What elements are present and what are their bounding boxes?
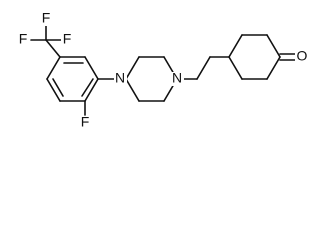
atom-bg-n-aryl (114, 72, 127, 86)
atom-bg-f-top (40, 12, 52, 26)
atom-n-aryl: N (115, 70, 125, 86)
bond-cyclo-3 (266, 34, 281, 58)
bond-ring-6 (46, 56, 61, 80)
atom-o-ketone: O (297, 48, 308, 64)
atom-bg-aryl-f (79, 116, 91, 130)
bond-pip-6 (125, 78, 140, 102)
bond-cyclo-1 (228, 34, 243, 58)
bond-pip-1 (125, 56, 140, 80)
atom-f-top: F (42, 10, 51, 26)
atom-aryl-f: F (81, 114, 90, 130)
bond-cyclo-4 (266, 56, 281, 80)
atom-n-alkyl: N (172, 70, 182, 86)
atom-labels: F F F F N N O (17, 10, 308, 130)
atom-bg-f-left (17, 33, 29, 47)
bond-ring-double-2 (81, 78, 94, 97)
bond-ch2-to-ch2 (196, 56, 211, 80)
bond-cyclo-6 (228, 56, 243, 80)
atom-f-left: F (19, 31, 28, 47)
atom-f-right: F (63, 31, 72, 47)
molecule-canvas: F F F F N N O (17, 9, 308, 130)
atom-bg-n-alkyl (171, 72, 184, 86)
bond-ring-2 (84, 56, 99, 80)
structural-formula: F F F F N N O (17, 10, 308, 130)
atom-bg-o-ketone (295, 50, 308, 64)
bond-ring-5 (46, 78, 61, 102)
bonds (30, 23, 297, 116)
bond-cf3-c-to-ring (45, 39, 61, 58)
bond-ring-3 (84, 78, 99, 102)
bond-ring-double-3 (52, 78, 64, 97)
atom-bg-f-right (61, 33, 73, 47)
